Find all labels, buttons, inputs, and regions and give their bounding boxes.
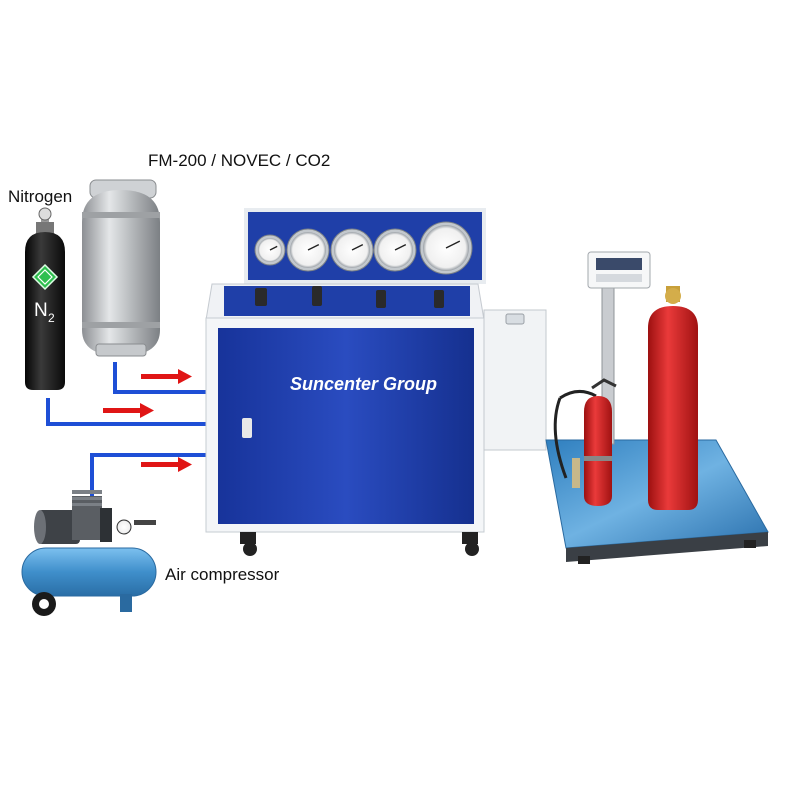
pressure-gauge-icon — [254, 234, 286, 266]
gauge-row — [254, 221, 473, 275]
arrow-nitrogen — [103, 403, 154, 418]
pressure-gauge-icon — [419, 221, 473, 275]
pressure-gauge-icon — [286, 228, 330, 272]
nitrogen-pipe — [46, 398, 213, 426]
gas-cylinder-icon — [82, 179, 160, 357]
gas-pipe — [113, 362, 213, 394]
nitrogen-cylinder-icon: N 2 — [25, 207, 65, 390]
nitrogen-label: Nitrogen — [8, 187, 73, 206]
fire-extinguisher-icon — [553, 286, 698, 510]
n2-symbol: N — [34, 300, 48, 321]
air-compressor-icon — [21, 490, 157, 616]
pressure-gauge-icon — [330, 228, 374, 272]
n2-subscript: 2 — [48, 311, 55, 325]
air-compressor-label: Air compressor — [165, 565, 280, 584]
brand-label: Suncenter Group — [290, 374, 437, 394]
arrow-gas — [141, 369, 192, 384]
gas-cylinder-label: FM-200 / NOVEC / CO2 — [148, 151, 331, 170]
compressor-pipe — [90, 453, 213, 500]
pressure-gauge-icon — [373, 228, 417, 272]
filling-machine-icon: Suncenter Group — [205, 208, 547, 556]
arrow-compressor — [141, 457, 192, 472]
